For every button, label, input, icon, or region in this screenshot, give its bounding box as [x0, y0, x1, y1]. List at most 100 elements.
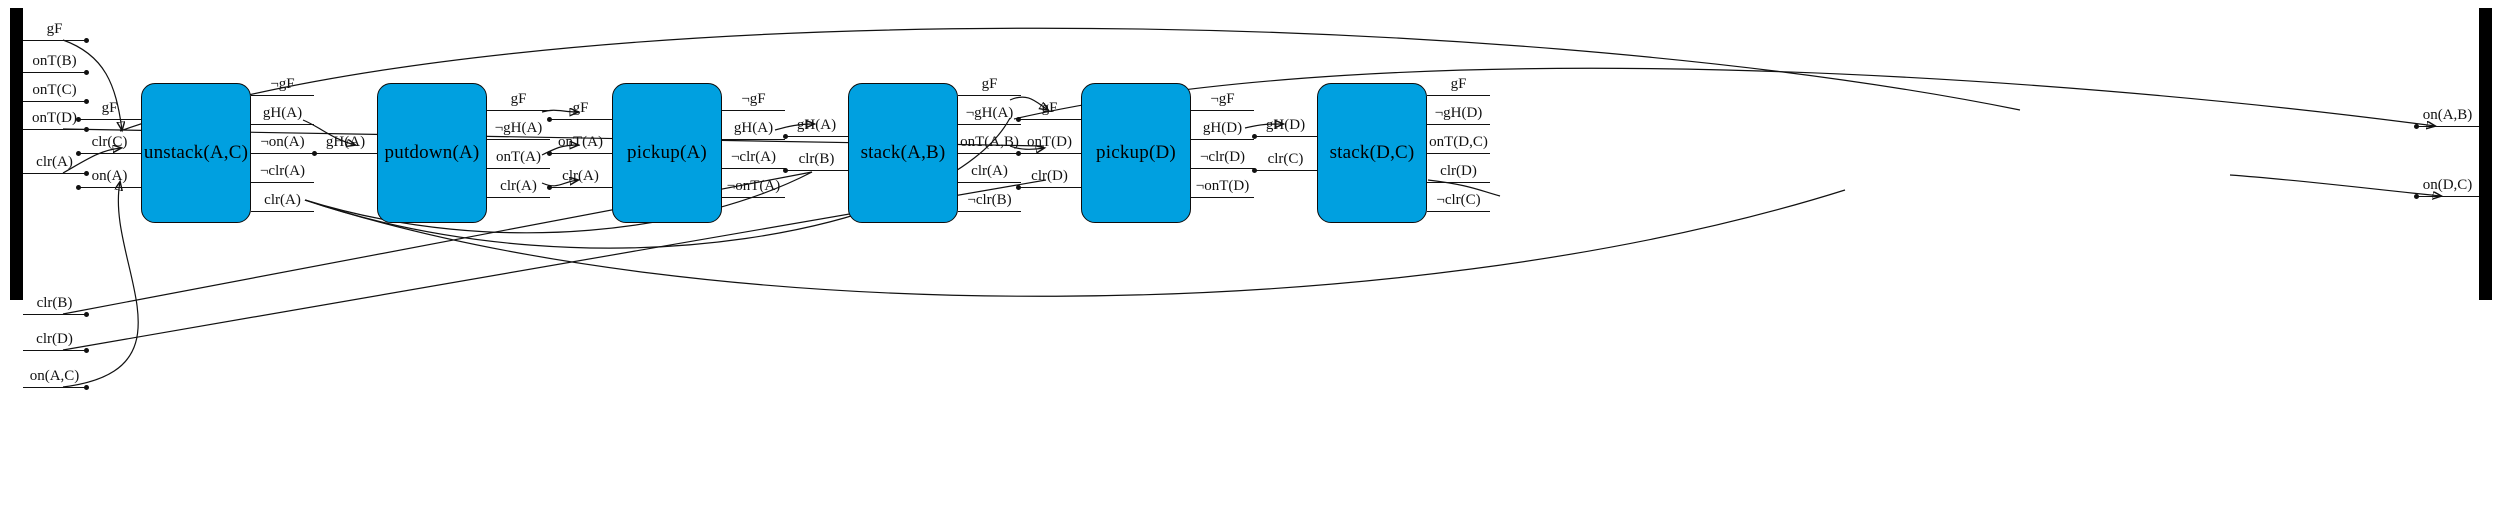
port-rule: [1254, 136, 1317, 137]
port-rule: [722, 197, 785, 198]
port-label: clr(B): [798, 151, 835, 167]
port-rule: [251, 124, 314, 125]
port-label: clr(D): [36, 331, 73, 347]
port-rule: [23, 314, 86, 315]
port-label: on(D,C): [2422, 177, 2473, 193]
port-rule: [1191, 197, 1254, 198]
port-label: clr(D): [1031, 168, 1068, 184]
port-dot: [76, 185, 81, 190]
port-rule: [23, 173, 86, 174]
action-node-pickup-a[interactable]: pickup(A): [612, 83, 722, 223]
action-node-label: pickup(A): [627, 142, 707, 163]
port-label: ¬clr(C): [1436, 192, 1481, 208]
port-label: gF: [101, 100, 118, 116]
action-node-putdown[interactable]: putdown(A): [377, 83, 487, 223]
port-dot: [1016, 185, 1021, 190]
port-rule: [23, 387, 86, 388]
port-label: gH(A): [262, 105, 303, 121]
port-rule: [549, 153, 612, 154]
port-label: ¬gH(D): [1434, 105, 1483, 121]
port-label: gF: [510, 91, 527, 107]
port-label: clr(D): [1440, 163, 1477, 179]
port-label: clr(C): [1267, 151, 1304, 167]
port-label: gF: [1450, 76, 1467, 92]
port-rule: [251, 182, 314, 183]
port-label: gH(A): [325, 134, 366, 150]
action-node-label: putdown(A): [384, 142, 480, 163]
action-node-unstack[interactable]: unstack(A,C): [141, 83, 251, 223]
port-label: gH(D): [1202, 120, 1243, 136]
port-label: clr(B): [36, 295, 73, 311]
port-dot: [547, 117, 552, 122]
port-dot: [547, 151, 552, 156]
port-label: clr(A): [264, 192, 301, 208]
port-rule: [78, 153, 141, 154]
port-dot: [783, 134, 788, 139]
port-label: ¬onT(A): [726, 178, 781, 194]
port-rule: [23, 101, 86, 102]
port-rule: [1018, 187, 1081, 188]
port-rule: [314, 153, 377, 154]
port-label: gF: [981, 76, 998, 92]
port-label: gF: [1041, 100, 1058, 116]
port-label: onT(B): [32, 53, 77, 69]
port-rule: [23, 40, 86, 41]
port-label: onT(D): [32, 110, 77, 126]
port-dot: [783, 168, 788, 173]
port-label: onT(A,B): [960, 134, 1019, 150]
port-label: on(A): [91, 168, 128, 184]
port-dot: [312, 151, 317, 156]
port-dot: [84, 99, 89, 104]
port-rule: [487, 168, 550, 169]
port-dot: [1252, 168, 1257, 173]
port-rule: [958, 153, 1021, 154]
port-dot: [84, 385, 89, 390]
port-label: ¬clr(B): [967, 192, 1012, 208]
port-rule: [1427, 182, 1490, 183]
port-dot: [84, 312, 89, 317]
port-rule: [78, 119, 141, 120]
port-dot: [84, 171, 89, 176]
port-dot: [84, 348, 89, 353]
port-label: on(A,B): [2422, 107, 2473, 123]
port-rule: [1427, 153, 1490, 154]
port-label: ¬gF: [1210, 91, 1235, 107]
port-label: gH(D): [1265, 117, 1306, 133]
port-rule: [722, 110, 785, 111]
action-node-label: stack(A,B): [860, 142, 946, 163]
action-node-label: pickup(D): [1096, 142, 1176, 163]
port-rule: [785, 170, 848, 171]
port-label: ¬on(A): [260, 134, 305, 150]
port-rule: [78, 187, 141, 188]
port-label: ¬gF: [741, 91, 766, 107]
action-node-label: stack(D,C): [1329, 142, 1415, 163]
action-node-stack-ab[interactable]: stack(A,B): [848, 83, 958, 223]
port-rule: [1191, 110, 1254, 111]
port-rule: [251, 153, 314, 154]
port-label: ¬clr(A): [730, 149, 777, 165]
port-rule: [487, 197, 550, 198]
port-rule: [549, 119, 612, 120]
port-label: ¬gH(A): [965, 105, 1014, 121]
port-label: on(A,C): [29, 368, 80, 384]
port-label: onT(C): [32, 82, 77, 98]
port-label: clr(C): [91, 134, 128, 150]
port-label: onT(A): [558, 134, 603, 150]
port-rule: [1427, 211, 1490, 212]
port-dot: [2414, 124, 2419, 129]
action-node-stack-dc[interactable]: stack(D,C): [1317, 83, 1427, 223]
action-node-pickup-d[interactable]: pickup(D): [1081, 83, 1191, 223]
initial-state-bar: [10, 8, 23, 300]
port-rule: [251, 95, 314, 96]
port-rule: [1191, 168, 1254, 169]
port-rule: [958, 211, 1021, 212]
port-rule: [549, 187, 612, 188]
port-rule: [23, 72, 86, 73]
port-dot: [1016, 117, 1021, 122]
port-label: gF: [46, 21, 63, 37]
port-dot: [1252, 134, 1257, 139]
port-label: clr(A): [562, 168, 599, 184]
port-label: ¬clr(D): [1199, 149, 1246, 165]
